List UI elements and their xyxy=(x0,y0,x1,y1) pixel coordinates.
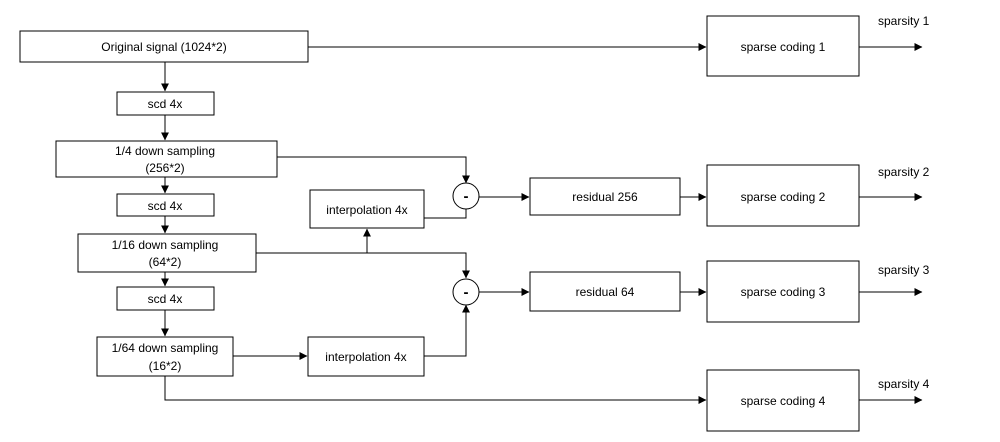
subtract-node-2: - xyxy=(452,278,480,306)
residual-64-node: residual 64 xyxy=(529,271,681,312)
arrow-down-16-to-subtract-2 xyxy=(256,252,470,279)
sparse-coding-node-1: sparse coding 1 xyxy=(706,15,860,77)
down-sampling-4-node: 1/4 down sampling (256*2) xyxy=(55,140,278,178)
scd-4x-node-2: scd 4x xyxy=(116,193,215,217)
subtract-node-1: - xyxy=(452,182,480,210)
sparse-4-label: sparse coding 4 xyxy=(741,394,826,408)
down-4-label-line-1: 1/4 down sampling xyxy=(115,144,215,158)
down-sampling-16-node: 1/16 down sampling (64*2) xyxy=(77,233,257,273)
sparse-coding-node-4: sparse coding 4 xyxy=(706,369,860,432)
residual-256-node: residual 256 xyxy=(529,177,681,216)
scd-3-label: scd 4x xyxy=(148,292,183,306)
down-64-label-line-1: 1/64 down sampling xyxy=(112,341,219,355)
residual-256-label: residual 256 xyxy=(572,190,638,204)
down-64-label-line-2: (16*2) xyxy=(149,359,182,373)
scd-2-label: scd 4x xyxy=(148,199,183,213)
interpolation-node-2: interpolation 4x xyxy=(307,336,425,377)
sparse-coding-node-3: sparse coding 3 xyxy=(706,260,860,323)
interp-2-label: interpolation 4x xyxy=(325,350,406,364)
arrow-down-64-to-sparse-4 xyxy=(164,376,707,404)
connectors xyxy=(161,43,923,404)
sparse-1-label: sparse coding 1 xyxy=(741,40,826,54)
arrow-down-4-to-subtract-1 xyxy=(277,156,470,184)
subtract-2-symbol: - xyxy=(464,284,469,301)
line-interp-1-to-subtract-1 xyxy=(424,209,467,219)
scd-1-label: scd 4x xyxy=(148,97,183,111)
sparse-3-label: sparse coding 3 xyxy=(741,285,826,299)
sparsity-1-label: sparsity 1 xyxy=(878,14,930,28)
down-sampling-64-node: 1/64 down sampling (16*2) xyxy=(96,336,234,377)
sparsity-4-label: sparsity 4 xyxy=(878,377,930,391)
scd-4x-node-1: scd 4x xyxy=(116,91,215,116)
interp-1-label: interpolation 4x xyxy=(326,203,407,217)
down-4-label-line-2: (256*2) xyxy=(145,161,184,175)
scd-4x-node-3: scd 4x xyxy=(116,286,215,311)
sparse-2-label: sparse coding 2 xyxy=(741,190,826,204)
interpolation-node-1: interpolation 4x xyxy=(309,189,425,229)
down-16-label-line-2: (64*2) xyxy=(149,255,182,269)
subtract-1-symbol: - xyxy=(464,188,469,205)
down-16-label-line-1: 1/16 down sampling xyxy=(112,238,219,252)
sparse-coding-node-2: sparse coding 2 xyxy=(706,164,860,227)
original-signal-node: Original signal (1024*2) xyxy=(19,30,309,63)
sparsity-3-label: sparsity 3 xyxy=(878,263,930,277)
sparsity-2-label: sparsity 2 xyxy=(878,165,930,179)
arrow-interp-2-to-subtract-2 xyxy=(424,304,470,357)
residual-64-label: residual 64 xyxy=(576,285,635,299)
original-signal-label: Original signal (1024*2) xyxy=(101,40,226,54)
